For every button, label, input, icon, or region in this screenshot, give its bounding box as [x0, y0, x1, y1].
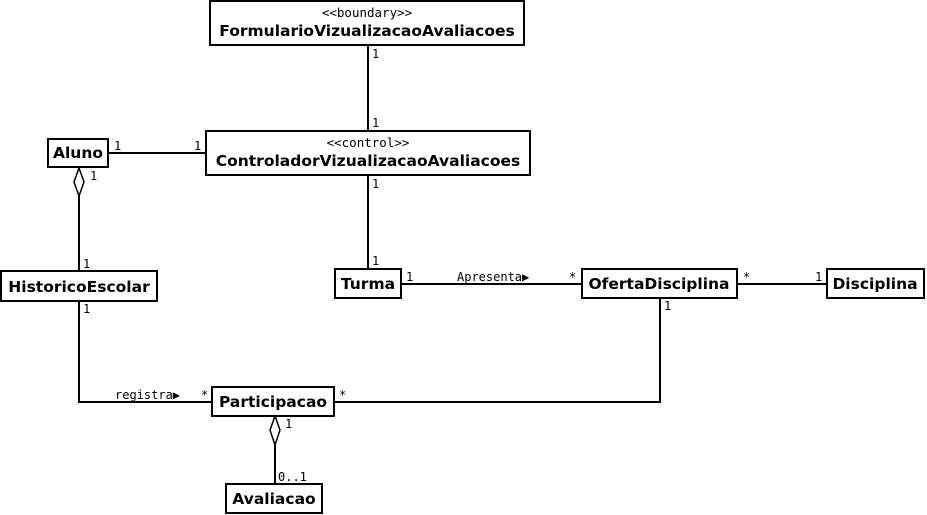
- class-disciplina[interactable]: Disciplina: [826, 268, 925, 299]
- class-oferta-name: OfertaDisciplina: [588, 275, 729, 293]
- mult-aluno-right-end: 1: [114, 139, 121, 153]
- aggregation-diamond-participacao: [269, 413, 281, 448]
- mult-controlador-top-end: 1: [372, 116, 379, 130]
- class-oferta[interactable]: OfertaDisciplina: [581, 268, 738, 299]
- class-avaliacao[interactable]: Avaliacao: [225, 483, 323, 514]
- class-formulario-name: FormularioVizualizacaoAvaliacoes: [219, 22, 514, 40]
- edge-historico-participacao: [78, 301, 212, 403]
- class-participacao-name: Participacao: [219, 393, 327, 411]
- edge-oferta-participacao: [334, 298, 661, 403]
- class-controlador-stereotype: <<control>>: [327, 135, 410, 150]
- class-aluno[interactable]: Aluno: [47, 138, 109, 168]
- class-participacao[interactable]: Participacao: [211, 386, 335, 417]
- class-controlador-name: ControladorVizualizacaoAvaliacoes: [216, 152, 521, 170]
- mult-turma-top-end: 1: [372, 254, 379, 268]
- class-turma[interactable]: Turma: [334, 268, 402, 299]
- class-aluno-name: Aluno: [53, 144, 103, 162]
- mult-disciplina-left-end: 1: [815, 270, 822, 284]
- class-formulario[interactable]: <<boundary>> FormularioVizualizacaoAvali…: [209, 0, 525, 46]
- mult-avaliacao-top-end: 0..1: [278, 470, 307, 484]
- mult-aluno-bottom-end: 1: [90, 169, 97, 183]
- mult-controlador-left-end: 1: [194, 139, 201, 153]
- mult-controlador-bottom-end: 1: [372, 177, 379, 191]
- mult-participacao-left-end: *: [201, 388, 208, 402]
- assoc-label-apresenta: Apresenta▶: [457, 270, 530, 284]
- mult-historico-bottom-end: 1: [83, 302, 90, 316]
- mult-turma-right-end: 1: [406, 270, 413, 284]
- class-historico[interactable]: HistoricoEscolar: [0, 270, 158, 302]
- mult-historico-top-end: 1: [83, 257, 90, 271]
- class-turma-name: Turma: [341, 275, 395, 293]
- mult-participacao-right-end: *: [339, 388, 346, 402]
- mult-formulario-end: 1: [372, 47, 379, 61]
- mult-participacao-bottom-end: 1: [285, 417, 292, 431]
- mult-oferta-bottom-end: 1: [664, 299, 671, 313]
- class-formulario-stereotype: <<boundary>>: [322, 5, 412, 20]
- class-avaliacao-name: Avaliacao: [232, 490, 315, 508]
- mult-oferta-right-end: *: [743, 270, 750, 284]
- class-disciplina-name: Disciplina: [832, 275, 917, 293]
- mult-oferta-left-end: *: [569, 270, 576, 284]
- assoc-label-registra: registra▶: [115, 388, 181, 402]
- class-historico-name: HistoricoEscolar: [8, 278, 150, 296]
- aggregation-diamond-aluno: [73, 165, 85, 199]
- class-controlador[interactable]: <<control>> ControladorVizualizacaoAvali…: [205, 130, 531, 176]
